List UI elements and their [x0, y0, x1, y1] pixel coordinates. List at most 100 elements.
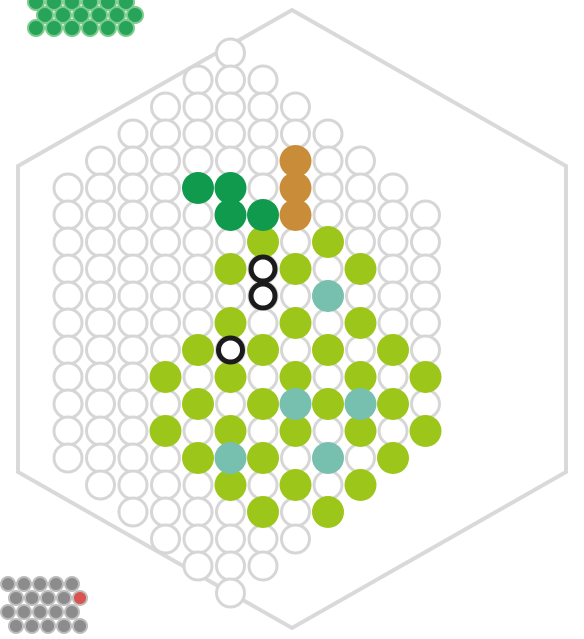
thumbnail-bead — [17, 605, 31, 619]
thumbnail-bead — [100, 20, 116, 36]
peg — [152, 255, 180, 283]
grey-bead-thumbnail — [1, 577, 87, 633]
thumbnail-bead — [64, 20, 80, 36]
peg — [379, 309, 407, 337]
peg — [184, 282, 212, 310]
peg — [379, 417, 407, 445]
peg — [87, 201, 115, 229]
peg — [347, 174, 375, 202]
peg — [412, 309, 440, 337]
peg — [217, 147, 245, 175]
thumbnail-bead — [9, 591, 23, 605]
peg — [347, 147, 375, 175]
green-bead-thumbnail — [28, 0, 143, 36]
peg — [184, 201, 212, 229]
peg — [87, 363, 115, 391]
peg — [87, 417, 115, 445]
peg — [184, 525, 212, 553]
black-ring-bead — [251, 284, 275, 308]
peg — [152, 471, 180, 499]
peg — [54, 336, 82, 364]
thumbnail-bead — [1, 605, 15, 619]
peg — [87, 147, 115, 175]
teal-bead — [312, 442, 344, 474]
peg — [282, 282, 310, 310]
peg — [217, 228, 245, 256]
green-bead — [215, 199, 247, 231]
peg — [412, 201, 440, 229]
peg — [249, 120, 277, 148]
peg — [119, 147, 147, 175]
teal-bead — [345, 388, 377, 420]
lime-bead — [182, 388, 214, 420]
peg — [184, 147, 212, 175]
peg — [217, 552, 245, 580]
peg — [54, 255, 82, 283]
peg — [54, 390, 82, 418]
peg — [87, 255, 115, 283]
peg — [282, 498, 310, 526]
peg — [152, 93, 180, 121]
peg — [87, 282, 115, 310]
peg — [347, 201, 375, 229]
peg — [217, 525, 245, 553]
peg — [217, 282, 245, 310]
lime-bead — [312, 388, 344, 420]
thumbnail-bead — [46, 20, 62, 36]
thumbnail-bead — [73, 591, 87, 605]
peg — [152, 498, 180, 526]
peg — [249, 93, 277, 121]
thumbnail-bead — [73, 619, 87, 633]
peg — [314, 471, 342, 499]
peg — [314, 120, 342, 148]
black-ring-bead — [251, 257, 275, 281]
lime-bead — [247, 496, 279, 528]
peg — [314, 174, 342, 202]
peg — [119, 120, 147, 148]
thumbnail-bead — [65, 605, 79, 619]
thumbnail-bead — [41, 619, 55, 633]
lime-bead — [247, 388, 279, 420]
lime-bead — [247, 442, 279, 474]
peg — [412, 255, 440, 283]
peg — [184, 552, 212, 580]
peg — [152, 309, 180, 337]
peg — [412, 336, 440, 364]
peg — [152, 390, 180, 418]
peg — [379, 174, 407, 202]
peg — [184, 309, 212, 337]
peg — [314, 255, 342, 283]
peg — [217, 498, 245, 526]
peg — [412, 390, 440, 418]
peg — [152, 444, 180, 472]
peg — [152, 174, 180, 202]
peg — [249, 174, 277, 202]
peg — [184, 471, 212, 499]
peg — [152, 147, 180, 175]
peg — [54, 201, 82, 229]
peg — [184, 363, 212, 391]
thumbnail-bead — [33, 577, 47, 591]
peg — [412, 282, 440, 310]
thumbnail-bead — [57, 591, 71, 605]
peg — [314, 363, 342, 391]
peg — [184, 120, 212, 148]
lime-bead — [247, 334, 279, 366]
peg — [152, 282, 180, 310]
peg — [217, 39, 245, 67]
peg-grid — [54, 39, 440, 607]
lime-bead — [182, 334, 214, 366]
thumbnail-bead — [118, 20, 134, 36]
peg — [217, 66, 245, 94]
thumbnail-bead — [25, 591, 39, 605]
thumbnail-bead — [25, 619, 39, 633]
lime-bead — [280, 307, 312, 339]
thumbnail-bead — [41, 591, 55, 605]
peg — [119, 498, 147, 526]
lime-bead — [377, 334, 409, 366]
teal-bead — [312, 280, 344, 312]
lime-bead — [215, 307, 247, 339]
peg — [119, 390, 147, 418]
peg — [119, 174, 147, 202]
peg — [54, 174, 82, 202]
